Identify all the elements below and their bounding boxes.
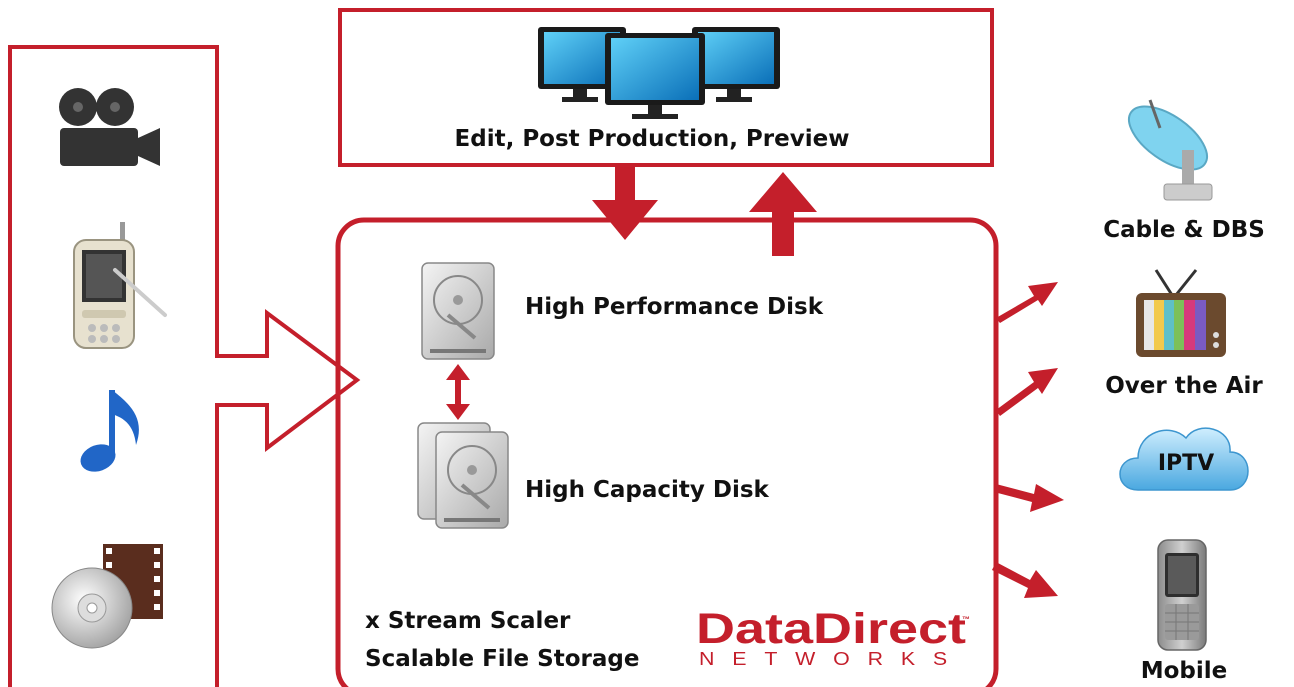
input-bracket-arrow: [8, 45, 361, 687]
high-capacity-disk-icon: [417, 422, 509, 529]
double-arrow-icon: [446, 364, 470, 420]
television-icon: [1136, 269, 1226, 357]
high-performance-label: High Performance Disk: [525, 294, 824, 320]
output-label-over-the-air: Over the Air: [1105, 373, 1263, 399]
output-label-iptv: IPTV: [1158, 451, 1214, 476]
logo-tm: ™: [962, 615, 970, 624]
output-label-cable: Cable & DBS: [1103, 217, 1265, 243]
logo-sub-text: NETWORKS: [699, 649, 965, 669]
output-label-mobile: Mobile: [1141, 658, 1228, 684]
product-name-line1: x Stream Scaler: [365, 608, 571, 634]
product-name-line2: Scalable File Storage: [365, 646, 639, 672]
monitors-icon: [538, 27, 780, 119]
satellite-dish-icon: [1128, 99, 1213, 201]
high-capacity-label: High Capacity Disk: [525, 477, 770, 503]
video-camera-icon: [59, 88, 160, 166]
cloud-icon: [1119, 427, 1249, 491]
down-arrow: [592, 166, 658, 240]
edit-preview-label: Edit, Post Production, Preview: [455, 126, 850, 152]
mobile-phone-icon: [1157, 539, 1207, 651]
storage-box: [335, 217, 999, 687]
music-note-icon: [80, 390, 139, 472]
smartphone-icon: [73, 222, 167, 349]
output-arrows: [992, 282, 1064, 598]
disc-film-icon: [51, 544, 163, 649]
logo-main-text: DataDirect: [696, 605, 966, 653]
datadirect-logo: DataDirect ™ NETWORKS: [696, 605, 970, 669]
up-arrow: [749, 172, 817, 256]
high-performance-disk-icon: [421, 262, 495, 360]
